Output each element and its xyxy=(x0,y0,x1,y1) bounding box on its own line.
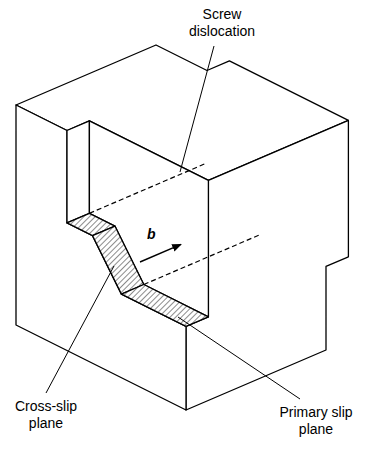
dislocation-label: Screw dislocation xyxy=(174,6,270,40)
side-face xyxy=(186,120,348,410)
burgers-vector-arrow xyxy=(140,244,181,262)
dislocation-label: Screw dislocation xyxy=(174,6,270,40)
leader-line xyxy=(178,317,300,399)
slip-plane-label: Primary slip plane xyxy=(264,404,368,438)
primary-slip-step xyxy=(121,285,208,327)
slip-plane-label: Primary slip plane xyxy=(264,404,368,438)
leader-line xyxy=(46,266,114,393)
screw-dislocation-line xyxy=(89,163,207,213)
burgers-vector-label: b xyxy=(147,226,156,243)
leader-line xyxy=(180,46,214,172)
slip-plane-label: Cross-slip plane xyxy=(4,398,88,432)
step-wall xyxy=(67,121,89,223)
burgers-vector-label: b xyxy=(147,226,156,243)
cross-slip-step xyxy=(93,226,144,294)
hidden-edge xyxy=(144,234,262,284)
slip-plane-label: Cross-slip plane xyxy=(4,398,88,432)
